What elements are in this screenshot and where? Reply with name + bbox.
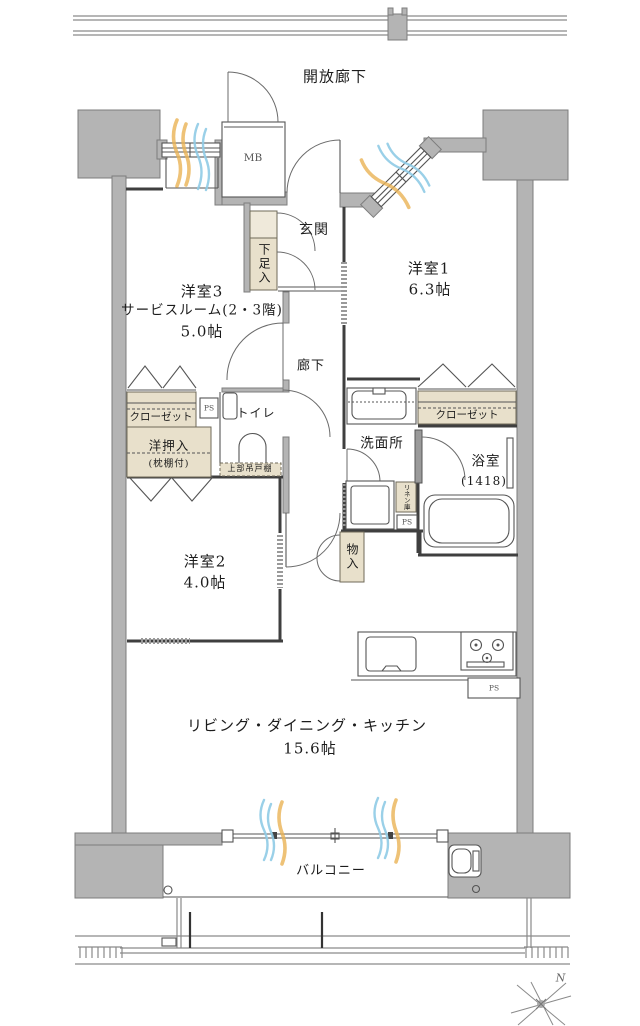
ps-kitchen-label: PS [488, 683, 500, 693]
washer-pan-icon [345, 480, 395, 530]
closet-right-icon [417, 363, 517, 425]
oshiire-name-label: 洋押入 [148, 437, 190, 453]
closet-left-label: クローゼット [129, 410, 193, 423]
airflow-icon [259, 796, 401, 866]
balcony-window-icon [221, 828, 449, 843]
shoe-cabinet-label: 下足入 [257, 243, 271, 285]
bathroom-size-label: (1418) [461, 474, 507, 488]
room3-sub-label: サービスルーム(2・3階) [121, 302, 283, 319]
stove-icon [460, 631, 514, 671]
compass-icon [510, 981, 572, 1026]
mb-label: MB [243, 151, 263, 164]
meter-box [221, 71, 286, 198]
oshiire-sub-label: (枕棚付) [148, 458, 190, 470]
ldk-door-icon [285, 512, 341, 568]
storage-label: 物入 [345, 543, 359, 571]
balcony-details [163, 844, 482, 895]
open-corridor-label: 開放廊下 [302, 67, 368, 86]
hanging-cupboard-label: 上部吊戸棚 [227, 464, 273, 473]
room1-window-icon [359, 135, 443, 219]
room2-name-label: 洋室2 [183, 552, 227, 571]
toilet-label: トイレ [236, 406, 276, 420]
kitchen-counter-icon [351, 631, 521, 699]
closet-right-label: クローゼット [435, 408, 499, 421]
ldk-name-label: リビング・ダイニング・キッチン [186, 716, 428, 735]
entrance-door-icon [286, 139, 341, 194]
washroom-label: 洗面所 [360, 435, 404, 452]
linen-cabinet-icon [395, 481, 417, 513]
bathroom-icon [414, 429, 515, 548]
pipe-space-left [199, 397, 219, 419]
interior-walls [126, 158, 518, 898]
ps-mid-label: PS [401, 517, 413, 527]
closet-left-icon [126, 365, 197, 428]
walls [74, 109, 571, 899]
ground-railing-icon [75, 898, 570, 965]
genkan-step [278, 286, 341, 292]
washroom-door-icon [346, 448, 381, 483]
bathtub-icon [423, 494, 515, 548]
storage-icon [316, 531, 365, 583]
hanging-cupboard-icon [219, 462, 282, 477]
ldk-size-label: 15.6帖 [283, 739, 337, 758]
linen-label: リネン庫 [402, 484, 411, 510]
room3-size-label: 5.0帖 [180, 322, 224, 341]
genkan-label: 玄関 [299, 222, 329, 238]
airflow-icon [171, 118, 211, 192]
room3-door-icon [226, 322, 284, 381]
ps-left-label: PS [203, 403, 215, 413]
hallway-label: 廊下 [296, 358, 326, 374]
oshiire-icon [126, 426, 213, 502]
slop-sink-icon [448, 844, 482, 878]
shoe-cabinet-icon [249, 210, 316, 291]
corridor-railing-icon [73, 7, 567, 41]
room1-name-label: 洋室1 [407, 259, 451, 278]
kitchen-sink-icon [365, 636, 417, 672]
bathroom-name-label: 浴室 [471, 453, 501, 470]
toilet-door-icon [282, 389, 331, 438]
room3-window-icon [161, 142, 221, 158]
toilet-fixture-icon [222, 392, 267, 465]
balcony-label: バルコニー [296, 863, 366, 879]
compass-n-label: N [555, 971, 567, 985]
room2-size-label: 4.0帖 [183, 573, 227, 592]
room3-name-label: 洋室3 [180, 282, 224, 301]
washbasin-icon [346, 387, 417, 425]
pipe-space-mid [396, 514, 418, 530]
room1-size-label: 6.3帖 [408, 280, 452, 299]
pipe-space-kitchen [467, 677, 521, 699]
